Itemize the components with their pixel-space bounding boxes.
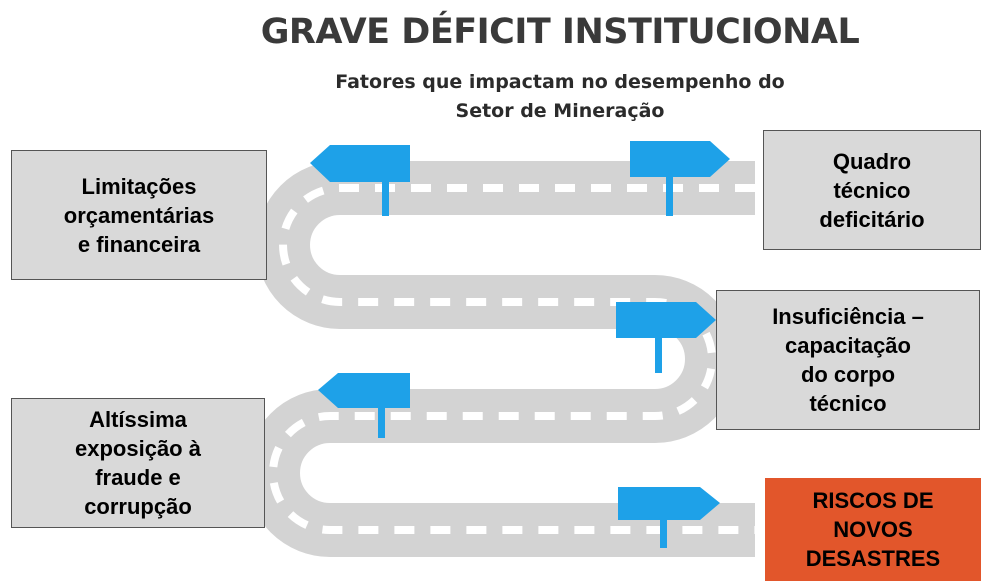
sign-arrow-right: [618, 487, 720, 520]
sign-pole: [660, 512, 667, 548]
sign-pole: [666, 170, 673, 216]
diagram-subtitle: Fatores que impactam no desempenho do Se…: [335, 71, 785, 122]
sign-pole: [655, 335, 662, 373]
factor-box-budget: Limitações orçamentárias e financeira: [11, 150, 267, 280]
signpost-right-top: [630, 141, 730, 216]
diagram-title: GRAVE DÉFICIT INSTITUCIONAL: [260, 12, 860, 52]
sign-arrow-left: [318, 373, 410, 408]
outcome-box-disaster-risk: RISCOS DE NOVOS DESASTRES: [765, 478, 981, 581]
factor-label: Insuficiência – capacitação do corpo téc…: [772, 304, 924, 416]
sign-arrow-right: [616, 302, 716, 338]
factor-label: Altíssima exposição à fraude e corrupção: [75, 407, 201, 519]
signpost-left-bottom: [318, 373, 410, 438]
signpost-right-middle: [616, 302, 716, 373]
signpost-right-bottom: [618, 487, 720, 548]
signpost-left-top: [310, 145, 410, 216]
factor-box-technical-staff: Quadro técnico deficitário: [763, 130, 981, 250]
sign-pole: [378, 400, 385, 438]
factor-box-training: Insuficiência – capacitação do corpo téc…: [716, 290, 980, 430]
sign-pole: [382, 180, 389, 216]
road-surface: [246, 161, 755, 557]
factor-label: Quadro técnico deficitário: [819, 148, 925, 232]
factor-box-fraud: Altíssima exposição à fraude e corrupção: [11, 398, 265, 528]
road-center-dashes: [269, 184, 755, 534]
outcome-label: RISCOS DE NOVOS DESASTRES: [805, 488, 941, 571]
sign-arrow-right: [630, 141, 730, 177]
factor-label: Limitações orçamentárias e financeira: [63, 173, 215, 257]
sign-arrow-left: [310, 145, 410, 182]
